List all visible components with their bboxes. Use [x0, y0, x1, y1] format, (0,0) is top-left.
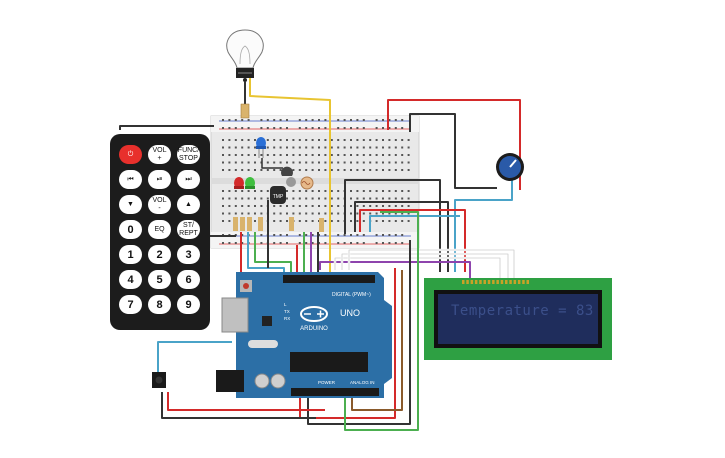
potentiometer[interactable] — [496, 153, 524, 181]
remote-key[interactable]: 4 — [119, 270, 142, 289]
tx-label: TX — [284, 309, 290, 314]
remote-key[interactable]: 7 — [119, 295, 142, 314]
remote-key[interactable]: ▼ — [119, 195, 142, 214]
remote-key[interactable]: ⏯ — [148, 170, 171, 189]
remote-key[interactable]: 9 — [177, 295, 200, 314]
photoresistor[interactable] — [300, 176, 314, 190]
lcd-text: Temperature = 83 — [451, 303, 594, 319]
remote-key[interactable]: ▲ — [177, 195, 200, 214]
remote-key[interactable]: VOL + — [148, 145, 171, 164]
transistor[interactable] — [281, 166, 296, 187]
blue-led[interactable] — [256, 137, 266, 158]
green-led[interactable] — [245, 177, 255, 189]
led-l-label: L — [284, 302, 287, 307]
remote-key[interactable]: FUNC/ STOP — [177, 145, 200, 164]
digital-label: DIGITAL (PWM~) — [332, 292, 371, 298]
ir-receiver[interactable] — [152, 372, 166, 388]
power-label: POWER — [318, 380, 336, 385]
remote-key[interactable]: 5 — [148, 270, 171, 289]
remote-key[interactable]: ⏭ — [177, 170, 200, 189]
remote-key[interactable]: EQ — [148, 220, 171, 239]
arduino-logo: ARDUINO — [300, 326, 328, 332]
remote-key[interactable]: 1 — [119, 245, 142, 264]
sensor-label: TMP — [273, 194, 284, 200]
lcd-display[interactable] — [424, 278, 612, 360]
light-bulb[interactable] — [226, 29, 264, 82]
remote-key[interactable]: 6 — [177, 270, 200, 289]
resistors — [233, 217, 324, 232]
remote-key[interactable]: 3 — [177, 245, 200, 264]
arduino-uno[interactable] — [216, 272, 392, 398]
temperature-sensor[interactable]: TMP — [270, 186, 286, 204]
remote-key[interactable]: VOL - — [148, 195, 171, 214]
breadboard[interactable] — [210, 115, 420, 249]
remote-key[interactable]: 8 — [148, 295, 171, 314]
remote-key[interactable]: 0 — [119, 220, 142, 239]
wires — [119, 78, 521, 431]
rx-label: RX — [284, 316, 290, 321]
analog-label: ANALOG IN — [350, 380, 375, 385]
red-led[interactable] — [234, 177, 244, 189]
remote-key[interactable]: 2 — [148, 245, 171, 264]
remote-key[interactable]: ⏮ — [119, 170, 142, 189]
arduino-model: UNO — [340, 308, 360, 318]
remote-key[interactable]: ⏻ — [119, 145, 142, 164]
lcd-pin-header — [462, 280, 529, 284]
remote-key[interactable]: ST/ REPT — [177, 220, 200, 239]
